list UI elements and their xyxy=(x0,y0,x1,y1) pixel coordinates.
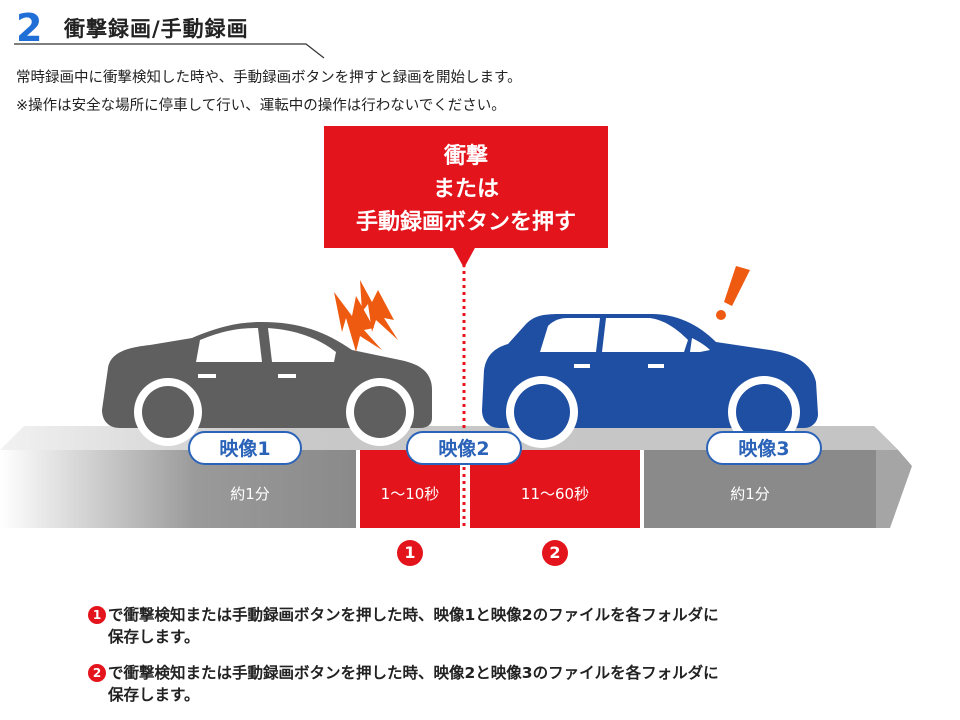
segment-duration-4: 約1分 xyxy=(730,485,770,503)
callout-pointer xyxy=(452,246,476,268)
note-1-line-1: で衝撃検知または手動録画ボタンを押した時、映像1と映像2のファイルを各フォルダに xyxy=(108,606,719,624)
marker-1: 1 xyxy=(397,540,423,566)
section-title: 衝撃録画/手動録画 xyxy=(64,17,249,41)
callout-line-2: または xyxy=(432,177,499,202)
marker-2: 2 xyxy=(542,540,568,566)
callout-line-3: 手動録画ボタンを押す xyxy=(355,210,576,235)
note-2-number: 2 xyxy=(88,664,106,682)
exclamation-icon xyxy=(716,266,750,320)
segment-duration-1: 約1分 xyxy=(230,485,270,503)
timeline-arrow-side xyxy=(876,450,912,528)
blue-suv xyxy=(482,314,818,448)
video-2-label: 映像2 xyxy=(406,431,522,465)
trigger-callout: 衝撃 または 手動録画ボタンを押す xyxy=(324,126,608,248)
segment-duration-3: 11〜60秒 xyxy=(520,485,590,503)
note-1-line-2: 保存します。 xyxy=(108,628,200,646)
callout-line-1: 衝撃 xyxy=(443,144,488,169)
video-3-label: 映像3 xyxy=(706,431,822,465)
lightning-bolt-icon xyxy=(334,280,398,352)
segment-duration-2: 1〜10秒 xyxy=(380,485,440,503)
intro-text-1: 常時録画中に衝撃検知した時や、手動録画ボタンを押すと録画を開始します。 xyxy=(16,70,522,86)
note-2-line-2: 保存します。 xyxy=(108,686,200,704)
header-underline xyxy=(14,43,325,59)
note-1-number: 1 xyxy=(88,606,106,624)
section-number: 2 xyxy=(16,6,43,50)
timeline-segment-1 xyxy=(0,450,356,528)
note-2-line-1: で衝撃検知または手動録画ボタンを押した時、映像2と映像3のファイルを各フォルダに xyxy=(108,664,719,682)
gray-sedan xyxy=(102,322,432,446)
intro-text-2: ※操作は安全な場所に停車して行い、運転中の操作は行わないでください。 xyxy=(16,98,506,114)
timeline-segment-4 xyxy=(644,450,876,528)
video-1-label: 映像1 xyxy=(188,431,302,465)
